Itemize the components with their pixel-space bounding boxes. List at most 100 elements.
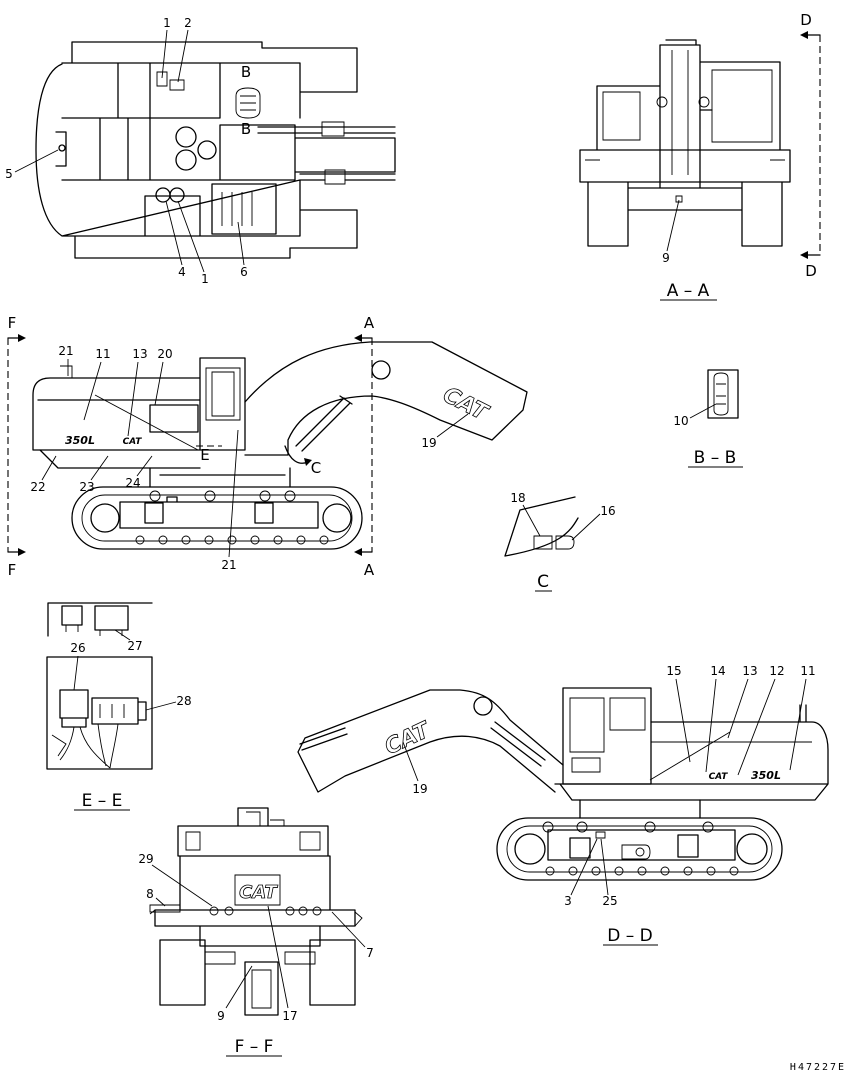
- plan-callout-1a: 1: [163, 16, 171, 30]
- plan-view-item-5: [58, 144, 66, 152]
- view-a-a: 9 D D A – A: [579, 11, 821, 301]
- side-view-boom: [244, 341, 528, 456]
- view-d-d-track-inner: [506, 825, 773, 873]
- plan-callout-5: 5: [5, 167, 13, 181]
- view-d-d-callout-19: 19: [412, 782, 427, 796]
- view-f-f-callout-7: 7: [366, 946, 374, 960]
- view-d-d-carrier-rollers: [542, 821, 714, 833]
- view-e-e-frame: [46, 656, 153, 770]
- view-f-f-callout-8: 8: [146, 887, 154, 901]
- section-line-f-arrows: [7, 337, 19, 553]
- plan-view-item-1b: [169, 187, 185, 203]
- view-c-outline: [504, 496, 579, 557]
- view-a-a-details: [585, 50, 785, 203]
- plan-view: 1 2 5 4 1 6 B B: [5, 16, 396, 286]
- plan-view-swivel: [197, 140, 217, 160]
- section-marker-f-top: F: [8, 314, 17, 332]
- section-line-a-arrowheads: [354, 334, 362, 556]
- section-marker-b-top: B: [241, 63, 251, 81]
- view-e-e: 27 26 28 E – E: [46, 602, 192, 811]
- view-c-leaders: [522, 504, 601, 541]
- view-d-d-cylinders: [299, 721, 546, 767]
- view-d-d-model-decal: 350L: [751, 769, 781, 782]
- side-callout-22: 22: [30, 480, 45, 494]
- view-d-d-stripe: [649, 731, 812, 781]
- view-f-f-counterweight-decal: CAT: [239, 882, 278, 903]
- view-d-d: CAT CAT 350L 15 14 13 12 11 19 3 25 D – …: [297, 664, 829, 946]
- side-callout-11: 11: [95, 347, 110, 361]
- view-b-b-title: B – B: [694, 448, 737, 468]
- plan-callout-1b: 1: [201, 272, 209, 286]
- section-line-a-arrows: [361, 337, 373, 553]
- side-callout-13: 13: [132, 347, 147, 361]
- view-b-b-outline: [707, 369, 739, 419]
- side-callout-23: 23: [79, 480, 94, 494]
- view-c-callout-18: 18: [510, 491, 525, 505]
- section-marker-e: E: [200, 446, 209, 464]
- view-d-d-callout-25: 25: [602, 894, 617, 908]
- view-b-b-callout-10: 10: [673, 414, 688, 428]
- view-b-b: 10 B – B: [673, 369, 743, 468]
- view-d-d-callout-12: 12: [769, 664, 784, 678]
- view-d-d-upper-structure: [554, 704, 829, 801]
- section-marker-a-bottom: A: [364, 561, 375, 579]
- view-f-f-callout-9: 9: [217, 1009, 225, 1023]
- plan-callout-4: 4: [178, 265, 186, 279]
- side-view-track-outer: [71, 486, 363, 550]
- view-a-a-title: A – A: [667, 281, 710, 301]
- view-a-a-leaders: [666, 199, 680, 252]
- view-f-f-leaders: [151, 864, 366, 1009]
- view-d-d-callout-15: 15: [666, 664, 681, 678]
- side-view-leaders: [41, 359, 469, 558]
- section-marker-f-bottom: F: [8, 561, 17, 579]
- view-e-e-leaders: [73, 629, 177, 711]
- view-d-d-title: D – D: [607, 926, 653, 946]
- side-view-upper-structure: [32, 357, 246, 469]
- section-marker-d-bottom: D: [805, 262, 817, 280]
- side-view-track-rollers: [135, 535, 329, 545]
- view-d-d-boom: [297, 689, 564, 793]
- plan-view-swing-motor-1: [175, 126, 197, 148]
- view-c-components: [533, 535, 575, 550]
- view-f-f: CAT 29 8 7 9 17 F – F: [138, 807, 374, 1057]
- view-e-e-callout-28: 28: [176, 694, 191, 708]
- side-callout-19: 19: [421, 436, 436, 450]
- view-a-a-callout-9: 9: [662, 251, 670, 265]
- view-f-f-details: [149, 811, 363, 1009]
- section-marker-b-bottom: B: [241, 120, 251, 138]
- side-view-track-inner: [81, 494, 353, 542]
- section-marker-d-top: D: [800, 11, 812, 29]
- view-e-e-upper-outline: [47, 602, 153, 637]
- section-line-f-arrowheads: [18, 334, 26, 556]
- view-f-f-callout-17: 17: [282, 1009, 297, 1023]
- view-f-f-title: F – F: [235, 1037, 274, 1057]
- side-view-track-frame: [119, 467, 319, 529]
- section-line-d-arrowheads: [800, 31, 808, 259]
- view-a-a-hose-right: [698, 96, 710, 108]
- view-f-f-callout-29: 29: [138, 852, 153, 866]
- view-c-callout-16: 16: [600, 504, 615, 518]
- view-d-d-callout-11: 11: [800, 664, 815, 678]
- plan-view-leaders: [14, 29, 245, 273]
- section-marker-a-top: A: [364, 314, 375, 332]
- side-view-cab-window: [60, 365, 241, 421]
- view-d-d-cab-windows: [569, 697, 646, 773]
- view-d-d-boom-pivot: [473, 696, 493, 716]
- view-b-b-leaders: [689, 403, 717, 419]
- view-d-d-track-outer: [496, 817, 783, 881]
- view-d-d-callout-13: 13: [742, 664, 757, 678]
- side-view: CAT 350L CAT 21 11 13 20 19 22 23 24 21 …: [7, 314, 528, 579]
- section-marker-c-arrowhead: [304, 458, 312, 466]
- view-a-a-hose-left: [656, 96, 668, 108]
- side-view-arm-cylinder: [295, 395, 353, 452]
- view-c-title: C: [537, 572, 549, 592]
- side-callout-21-bottom: 21: [221, 558, 236, 572]
- view-d-d-frame-details: [595, 831, 651, 860]
- view-d-d-idler: [736, 833, 768, 865]
- view-d-d-boom-decal: CAT: [381, 717, 435, 760]
- side-view-idler: [90, 503, 120, 533]
- view-d-d-track-frame: [547, 799, 736, 861]
- view-e-e-callout-26: 26: [70, 641, 85, 655]
- side-view-boom-pivot: [371, 360, 391, 380]
